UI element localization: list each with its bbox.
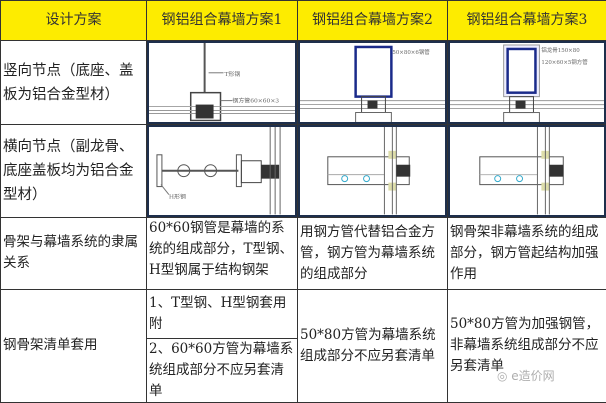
label-t-steel: T形钢 xyxy=(224,70,240,78)
label-steel-tube: 钢方管60×60×3 xyxy=(232,97,279,105)
label-h-steel: H形钢 xyxy=(169,193,186,201)
row-label: 竖向节点（底座、盖板为铝合金型材） xyxy=(1,41,147,125)
row-bill-a: 钢骨架清单套用 1、T型钢、H型钢套用附 50*80方管为幕墙系统组成部分不应另… xyxy=(1,289,606,338)
label-steel-pipe: 50×80×6钢管 xyxy=(392,48,430,56)
row-vertical-node: 竖向节点（底座、盖板为铝合金型材） T形钢 钢方管60×60×3 50×80×6… xyxy=(1,41,606,125)
watermark-text: e造价网 xyxy=(511,369,554,383)
label-al-keel: 铝龙骨150×80 xyxy=(541,46,580,54)
drawing-horizontal-3 xyxy=(448,125,606,217)
header-scheme-1: 钢铝组合幕墙方案1 xyxy=(147,1,298,41)
cell-bill-1a: 1、T型钢、H型钢套用附 xyxy=(147,289,298,338)
row-affiliation: 骨架与幕墙系统的隶属关系 60*60钢管是幕墙的系统的组成部分，T型钢、H型钢属… xyxy=(1,217,606,289)
drawing-vertical-2: 50×80×6钢管 xyxy=(298,41,448,125)
cell-affiliation-1: 60*60钢管是幕墙的系统的组成部分，T型钢、H型钢属于结构钢架 xyxy=(147,217,298,289)
drawing-vertical-1: T形钢 钢方管60×60×3 xyxy=(147,41,298,125)
drawing-vertical-3: 铝龙骨150×80 120×60×5钢方管 xyxy=(448,41,606,125)
watermark: ◎ e造价网 xyxy=(497,367,555,384)
header-design: 设计方案 xyxy=(1,1,147,41)
drawing-horizontal-2 xyxy=(298,125,448,217)
drawing-horizontal-1: H形钢 xyxy=(147,125,298,217)
row-label: 骨架与幕墙系统的隶属关系 xyxy=(1,217,147,289)
row-label: 钢骨架清单套用 xyxy=(1,289,147,402)
cell-affiliation-2: 用钢方管代替铝合金方管，钢方管为幕墙系统的组成部分 xyxy=(298,217,448,289)
row-label: 横向节点（副龙骨、底座盖板均为铝合金型材） xyxy=(1,125,147,217)
cell-bill-1b: 2、60*60方管为幕墙系统组成部分不应另套清单 xyxy=(147,338,298,402)
cell-affiliation-3: 钢骨架非幕墙系统的组成部分，钢方管起结构加强作用 xyxy=(448,217,606,289)
cell-bill-3: 50*80方管为加强钢管，非幕墙系统组成部分不应另套清单 xyxy=(448,289,606,402)
label-steel-tube-3: 120×60×5钢方管 xyxy=(541,58,588,66)
header-row: 设计方案 钢铝组合幕墙方案1 钢铝组合幕墙方案2 钢铝组合幕墙方案3 xyxy=(1,1,606,41)
cell-bill-2: 50*80方管为幕墙系统组成部分不应另套清单 xyxy=(298,289,448,402)
header-scheme-2: 钢铝组合幕墙方案2 xyxy=(298,1,448,41)
row-horizontal-node: 横向节点（副龙骨、底座盖板均为铝合金型材） H形钢 xyxy=(1,125,606,217)
header-scheme-3: 钢铝组合幕墙方案3 xyxy=(448,1,606,41)
